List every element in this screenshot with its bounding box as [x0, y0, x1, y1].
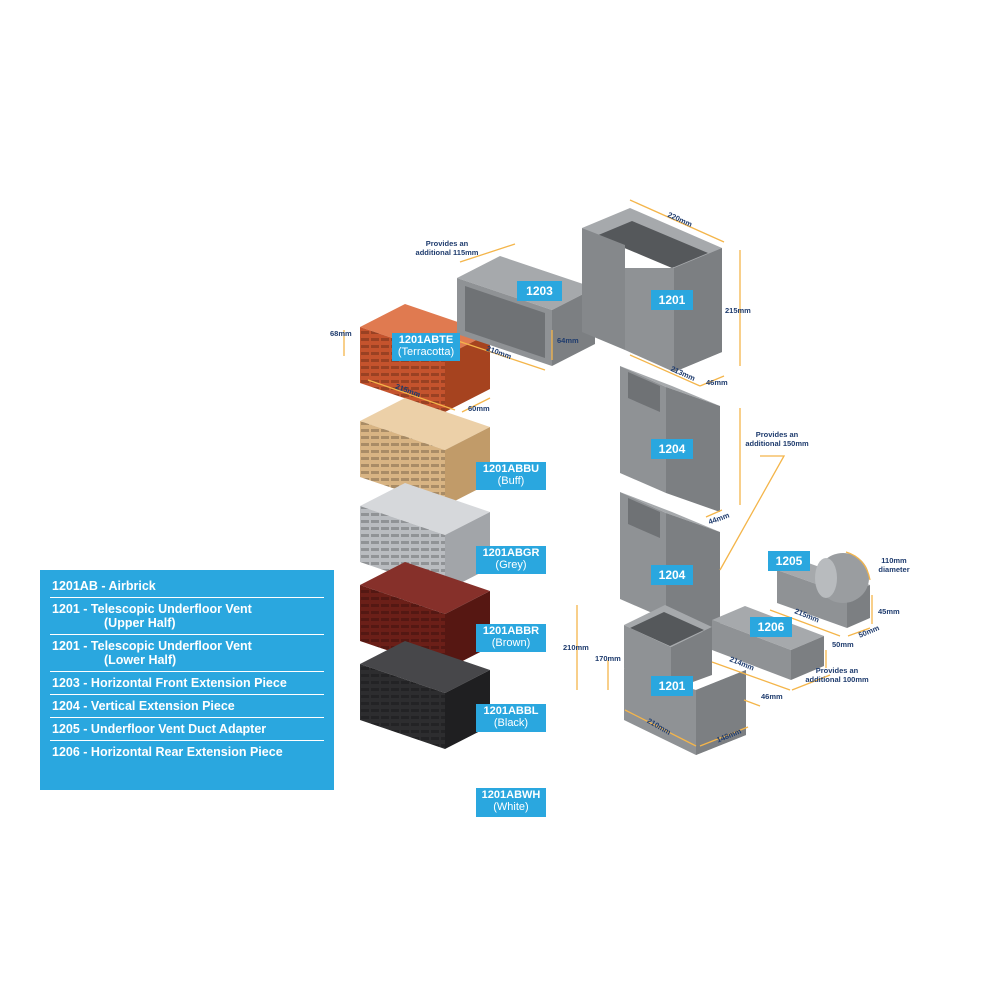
tag-1203: 1203: [517, 281, 562, 301]
tag-code: 1201ABGR: [482, 547, 540, 559]
legend-line-1: 1201 - Telescopic Underfloor Vent: [52, 602, 252, 616]
dim-label: 45mm: [878, 607, 900, 616]
dim-label: 215mm: [725, 306, 751, 315]
legend-panel: 1201AB - Airbrick 1201 - Telescopic Unde…: [40, 570, 334, 790]
dim-label: Provides an additional 100mm: [800, 666, 874, 684]
dim-line-1: Provides an: [815, 666, 859, 675]
dim-label: Provides an additional 115mm: [412, 239, 482, 257]
legend-line-1: 1203 - Horizontal Front Extension Piece: [52, 676, 287, 690]
tag-1201-upper: 1201: [651, 290, 693, 310]
dim-line-2: additional 115mm: [415, 248, 479, 257]
legend-line-1: 1206 - Horizontal Rear Extension Piece: [52, 745, 283, 759]
tag-code: 1201ABBR: [482, 625, 540, 637]
part-1201-upper: [582, 208, 722, 372]
tag-colour: (Grey): [495, 559, 527, 571]
tag-code: 1201ABWH: [481, 789, 541, 801]
tag-1201abbl: 1201ABBL (Black): [476, 704, 546, 732]
tag-1206: 1206: [750, 617, 792, 637]
part-1204-a: [620, 366, 720, 512]
legend-item: 1201 - Telescopic Underfloor Vent (Upper…: [50, 598, 324, 635]
dim-line-2: additional 100mm: [805, 675, 869, 684]
tag-1201-lower: 1201: [651, 676, 693, 696]
dim-label: 210mm: [563, 643, 589, 652]
dim-label: 46mm: [706, 378, 728, 387]
dim-line-1: 110mm: [881, 556, 907, 565]
tag-colour: (White): [493, 801, 529, 813]
dim-label: 60mm: [468, 404, 490, 413]
dim-label: 64mm: [557, 336, 579, 345]
dim-label: 68mm: [330, 329, 352, 338]
dim-line-1: Provides an: [755, 430, 799, 439]
legend-item: 1205 - Underfloor Vent Duct Adapter: [50, 718, 324, 741]
dim-label: 50mm: [832, 640, 854, 649]
legend-line-1: 1201AB - Airbrick: [52, 579, 156, 593]
tag-1201abbu: 1201ABBU (Buff): [476, 462, 546, 490]
dim-label: 170mm: [595, 654, 621, 663]
part-1204-b: [620, 492, 720, 638]
tag-1204-a: 1204: [651, 439, 693, 459]
tag-1201abgr: 1201ABGR (Grey): [476, 546, 546, 574]
tag-1201abbr: 1201ABBR (Brown): [476, 624, 546, 652]
legend-item: 1201AB - Airbrick: [50, 575, 324, 598]
legend-line-2: (Lower Half): [104, 653, 177, 667]
part-1201-lower: [624, 605, 746, 755]
tag-colour: (Brown): [491, 637, 531, 649]
tag-1204-b: 1204: [651, 565, 693, 585]
airbrick-buff: [360, 398, 490, 506]
legend-item: 1204 - Vertical Extension Piece: [50, 695, 324, 718]
legend-line-1: 1204 - Vertical Extension Piece: [52, 699, 235, 713]
dimension-lines: [343, 199, 873, 747]
tag-1201abte: 1201ABTE (Terracotta): [392, 333, 460, 361]
dim-line-1: Provides an: [425, 239, 469, 248]
tag-code: 1201ABTE: [398, 334, 454, 346]
dim-label: 110mm diameter: [874, 556, 914, 574]
legend-item: 1201 - Telescopic Underfloor Vent (Lower…: [50, 635, 324, 672]
legend-item: 1203 - Horizontal Front Extension Piece: [50, 672, 324, 695]
tag-code: 1201ABBU: [482, 463, 540, 475]
tag-colour: (Terracotta): [397, 346, 455, 358]
tag-colour: (Black): [493, 717, 529, 729]
legend-item: 1206 - Horizontal Rear Extension Piece: [50, 741, 324, 763]
tag-colour: (Buff): [497, 475, 525, 487]
tag-code: 1201ABBL: [483, 705, 539, 717]
legend-line-1: 1205 - Underfloor Vent Duct Adapter: [52, 722, 267, 736]
dim-line-2: additional 150mm: [745, 439, 809, 448]
dim-label: Provides an additional 150mm: [740, 430, 814, 448]
legend-line-2: (Upper Half): [104, 616, 176, 630]
tag-1201abwh: 1201ABWH (White): [476, 788, 546, 817]
dim-line-2: diameter: [878, 565, 910, 574]
legend-line-1: 1201 - Telescopic Underfloor Vent: [52, 639, 252, 653]
airbrick-black: [360, 641, 490, 749]
dim-label: 46mm: [761, 692, 783, 701]
tag-1205: 1205: [768, 551, 810, 571]
